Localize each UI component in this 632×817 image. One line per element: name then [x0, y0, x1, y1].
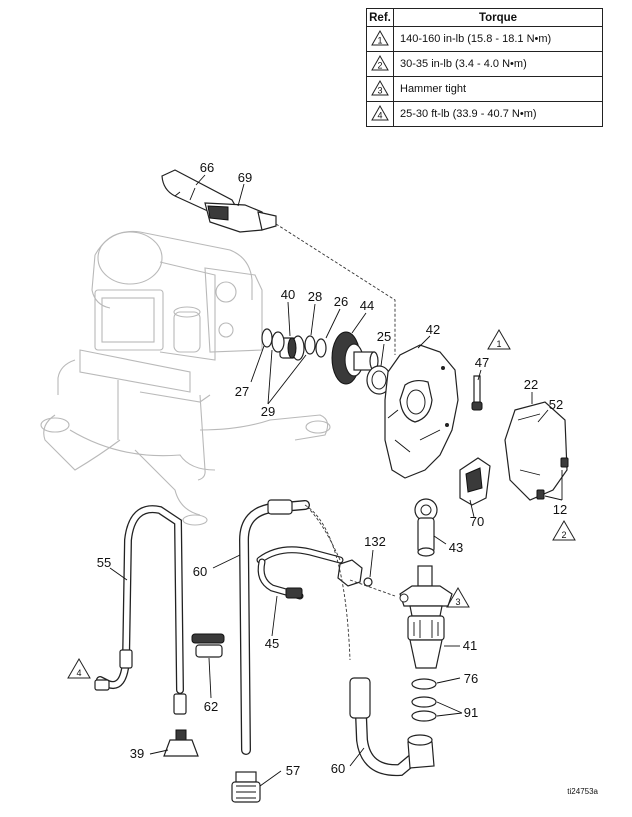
torque-marker-4-icon: 4 — [67, 658, 91, 679]
callout-27: 27 — [235, 384, 249, 399]
callout-39: 39 — [130, 746, 144, 761]
torque-marker-2-icon: 2 — [552, 520, 576, 541]
callout-69: 69 — [238, 170, 252, 185]
callout-28: 28 — [308, 289, 322, 304]
svg-text:2: 2 — [561, 530, 566, 540]
torque-ref-triangle-icon: 3 — [371, 79, 389, 95]
callout-62: 62 — [204, 699, 218, 714]
part-28-washer — [304, 335, 316, 355]
callout-60-upper: 60 — [193, 564, 207, 579]
part-39-strainer — [163, 729, 199, 757]
part-132-o-ring — [363, 577, 373, 587]
part-91-o-ring-top — [411, 696, 437, 708]
torque-marker-3-icon: 3 — [446, 587, 470, 608]
svg-text:3: 3 — [377, 85, 382, 95]
svg-text:1: 1 — [377, 35, 382, 45]
part-62-clip — [191, 633, 225, 658]
leader-lines — [109, 174, 563, 787]
callout-55: 55 — [97, 555, 111, 570]
part-27-washer — [261, 328, 273, 348]
part-26-thrust-washer — [315, 338, 327, 358]
callout-12: 12 — [553, 502, 567, 517]
callout-29: 29 — [261, 404, 275, 419]
torque-table: Ref. Torque 1 140-160 in-lb (15.8 - 18.1… — [366, 8, 603, 127]
callout-66: 66 — [200, 160, 214, 175]
part-76-o-ring — [411, 678, 437, 690]
callout-22: 22 — [524, 377, 538, 392]
torque-marker-1-icon: 1 — [487, 329, 511, 350]
part-27-bearing — [271, 331, 285, 353]
svg-text:4: 4 — [76, 668, 81, 678]
torque-ref-triangle-icon: 2 — [371, 54, 389, 70]
torque-ref-triangle-icon: 4 — [371, 104, 389, 120]
callout-132: 132 — [364, 534, 386, 549]
callout-26: 26 — [334, 294, 348, 309]
torque-ref-triangle-icon: 1 — [371, 29, 389, 45]
callout-25: 25 — [377, 329, 391, 344]
torque-cell: 25-30 ft-lb (33.9 - 40.7 N•m) — [393, 101, 603, 127]
svg-text:1: 1 — [496, 339, 501, 349]
sprayer-frame-ghost — [40, 230, 331, 526]
callout-70: 70 — [470, 514, 484, 529]
callout-44: 44 — [360, 298, 374, 313]
svg-text:3: 3 — [455, 597, 460, 607]
part-22-front-cover — [504, 401, 568, 501]
table-row: 2 30-35 in-lb (3.4 - 4.0 N•m) — [366, 51, 603, 77]
part-12-screws — [536, 457, 569, 500]
svg-text:4: 4 — [377, 110, 382, 120]
svg-text:2: 2 — [377, 60, 382, 70]
callout-45: 45 — [265, 636, 279, 651]
part-41-pump — [399, 565, 453, 669]
callout-41: 41 — [463, 638, 477, 653]
table-row: 1 140-160 in-lb (15.8 - 18.1 N•m) — [366, 26, 603, 52]
part-45-hose — [256, 546, 363, 600]
callout-40: 40 — [281, 287, 295, 302]
part-60-return-tube — [349, 677, 435, 777]
torque-cell: 140-160 in-lb (15.8 - 18.1 N•m) — [393, 26, 603, 52]
part-70-bracket — [459, 457, 491, 506]
callout-60-lower: 60 — [331, 761, 345, 776]
callout-91: 91 — [464, 705, 478, 720]
part-47-screw — [471, 375, 483, 411]
callout-76: 76 — [464, 671, 478, 686]
part-42-housing — [384, 344, 459, 479]
callout-labels: 66 69 40 28 26 44 25 42 27 29 47 22 52 1… — [97, 160, 567, 778]
part-57-fitting — [231, 771, 261, 803]
part-69-tube — [204, 202, 277, 233]
part-43-connecting-rod — [414, 498, 438, 557]
part-60-suction-tube — [238, 499, 310, 755]
callout-47: 47 — [475, 355, 489, 370]
torque-cell: 30-35 in-lb (3.4 - 4.0 N•m) — [393, 51, 603, 77]
callout-42: 42 — [426, 322, 440, 337]
part-55-hose — [94, 505, 187, 715]
callout-52: 52 — [549, 397, 563, 412]
table-row: 4 25-30 ft-lb (33.9 - 40.7 N•m) — [366, 101, 603, 127]
figure-code: ti24753a — [567, 787, 598, 796]
callout-43: 43 — [449, 540, 463, 555]
part-91-o-ring-bottom — [411, 710, 437, 722]
callout-57: 57 — [286, 763, 300, 778]
